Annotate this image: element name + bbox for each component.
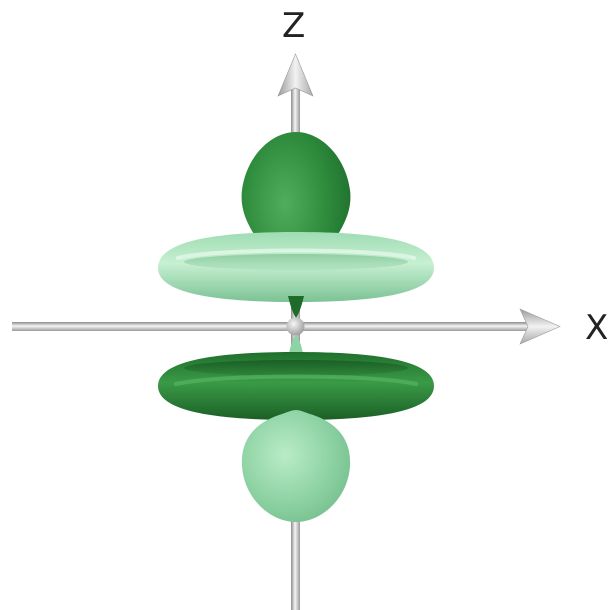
x-axis-arrowhead bbox=[519, 308, 561, 345]
upper-torus bbox=[158, 232, 434, 318]
z-axis-label: Z bbox=[282, 6, 305, 46]
lower-lobe bbox=[241, 410, 351, 522]
origin-node bbox=[286, 317, 305, 336]
x-axis-label: X bbox=[585, 308, 608, 348]
lower-torus bbox=[158, 352, 434, 420]
upper-lobe bbox=[241, 132, 351, 310]
x-axis-shaft bbox=[12, 322, 532, 331]
z-axis-arrowhead bbox=[277, 53, 314, 97]
lower-lobe-throat bbox=[288, 334, 304, 358]
